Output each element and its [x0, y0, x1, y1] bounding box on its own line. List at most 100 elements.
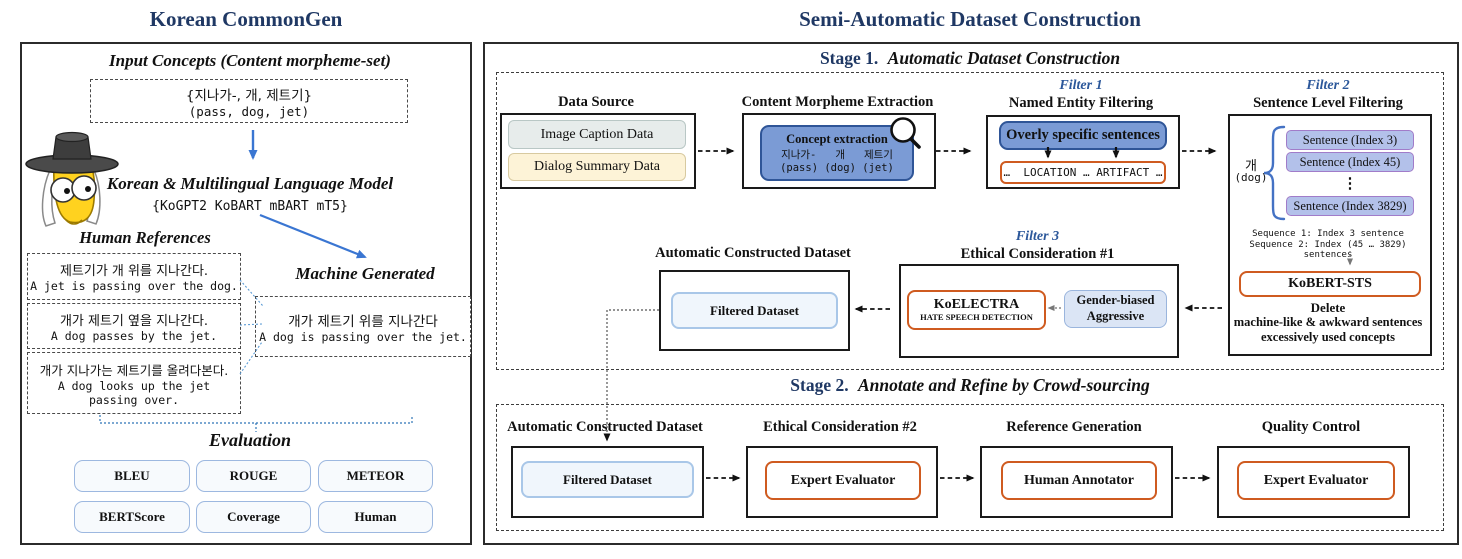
sentence-ellipsis: ⋮	[1342, 176, 1358, 192]
metric-label: METEOR	[346, 468, 405, 483]
filter2-note-3: excessively used concepts	[1260, 330, 1395, 344]
cme-heading: Content Morpheme Extraction	[741, 94, 934, 110]
stage2-label: Stage 2.	[790, 375, 849, 395]
concept-extraction-box: Concept extraction 지나가- 개 제트기 (pass) (do…	[760, 125, 914, 181]
sentence-box-2: Sentence (Index 45)	[1286, 152, 1414, 172]
reference-box-3: 개가 지나가는 제트기를 올려다본다. A dog looks up the j…	[27, 352, 241, 414]
image-caption-data-box: Image Caption Data	[508, 120, 686, 149]
sequence-line-2: Sequence 2: Index (45 … 3829) sentences	[1249, 240, 1407, 260]
reference-korean: 개가 지나가는 제트기를 올려다본다.	[39, 362, 229, 378]
reference-english: A jet is passing over the dog.	[30, 279, 238, 293]
expert-evaluator-label: Expert Evaluator	[790, 472, 896, 488]
model-heading: Korean & Multilingual Language Model	[106, 174, 394, 193]
filter3-heading: Ethical Consideration #1	[960, 246, 1115, 262]
model-list: {KoGPT2 KoBART mBART mT5}	[152, 199, 348, 214]
stage2-col2-heading: Ethical Consideration #2	[763, 419, 917, 435]
overly-specific-box: Overly specific sentences	[999, 121, 1167, 150]
reference-box-1: 제트기가 개 위를 지나간다. A jet is passing over th…	[27, 253, 241, 300]
reference-korean: 제트기가 개 위를 지나간다.	[59, 264, 209, 279]
expert-evaluator-box-2: Expert Evaluator	[1237, 461, 1395, 500]
metric-label: Coverage	[227, 509, 280, 524]
stage1-name: Automatic Dataset Construction	[887, 48, 1121, 68]
aggressive-label: Aggressive	[1086, 309, 1145, 323]
ner-tags-box: … LOCATION … ARTIFACT …	[1000, 161, 1166, 184]
input-concepts-korean: {지나가-, 개, 제트기}	[185, 87, 313, 104]
metric-meteor: METEOR	[318, 460, 433, 492]
machine-korean: 개가 제트기 위를 지나간다	[288, 313, 438, 330]
stage2-col4-heading: Quality Control	[1261, 419, 1361, 435]
kobert-sts-box: KoBERT-STS	[1239, 271, 1421, 297]
kobert-sts-label: KoBERT-STS	[1288, 276, 1372, 291]
stage2-region	[496, 404, 1444, 531]
human-annotator-label: Human Annotator	[1023, 472, 1135, 488]
sequence-line-1: Sequence 1: Index 3 sentence	[1252, 229, 1404, 239]
ner-tags-label: … LOCATION … ARTIFACT …	[1003, 166, 1163, 179]
filter2-heading: Sentence Level Filtering	[1253, 95, 1403, 111]
human-annotator-box: Human Annotator	[1001, 461, 1157, 500]
metric-label: ROUGE	[229, 468, 278, 483]
evaluation-heading: Evaluation	[208, 430, 292, 450]
filtered-dataset-box-stage2: Filtered Dataset	[521, 461, 694, 498]
overly-specific-label: Overly specific sentences	[1006, 127, 1160, 143]
input-concepts-english: (pass, dog, jet)	[188, 103, 310, 119]
metric-human: Human	[318, 501, 433, 533]
data-source-item: Dialog Summary Data	[534, 159, 660, 174]
filter2-concept-korean: 개	[1245, 159, 1257, 174]
reference-korean: 개가 제트기 옆을 지나간다.	[59, 313, 209, 329]
sentence-label: Sentence (Index 45)	[1299, 154, 1401, 169]
filter3-label: Filter 3	[1015, 229, 1060, 244]
gender-biased-label: Gender-biased	[1076, 293, 1155, 308]
human-references-heading: Human References	[79, 228, 211, 247]
data-source-item: Image Caption Data	[540, 126, 654, 142]
machine-generated-heading: Machine Generated	[295, 264, 435, 283]
input-concepts-box: {지나가-, 개, 제트기} (pass, dog, jet)	[90, 79, 408, 123]
stage2-name: Annotate and Refine by Crowd-sourcing	[857, 375, 1150, 395]
mascot-icon	[25, 131, 119, 227]
metric-label: Human	[354, 509, 397, 524]
concept-english: (pass) (dog) (jet)	[780, 162, 894, 174]
sentence-label: Sentence (Index 3)	[1302, 132, 1398, 147]
left-panel-title: Korean CommonGen	[149, 7, 343, 31]
stage2-col3-heading: Reference Generation	[1006, 419, 1142, 435]
filtered-dataset-box-stage1: Filtered Dataset	[671, 292, 838, 329]
right-panel-title: Semi-Automatic Dataset Construction	[799, 7, 1141, 31]
stage1-title: Stage 1. Automatic Dataset Construction	[700, 48, 1240, 69]
machine-english: A dog is passing over the jet.	[259, 329, 467, 344]
metric-label: BERTScore	[99, 509, 165, 524]
data-source-heading: Data Source	[558, 94, 634, 110]
expert-evaluator-box-1: Expert Evaluator	[765, 461, 921, 500]
koelectra-box: KoELECTRA HATE SPEECH DETECTION	[907, 290, 1046, 330]
metric-coverage: Coverage	[196, 501, 311, 533]
reference-english: A dog passes by the jet.	[50, 328, 218, 343]
gender-biased-box: Gender-biased Aggressive	[1064, 290, 1167, 328]
filter1-heading: Named Entity Filtering	[1008, 95, 1154, 111]
reference-box-2: 개가 제트기 옆을 지나간다. A dog passes by the jet.	[27, 303, 241, 349]
filtered-dataset-label: Filtered Dataset	[563, 471, 652, 487]
sentence-label: Sentence (Index 3829)	[1293, 198, 1407, 213]
koelectra-sublabel: HATE SPEECH DETECTION	[920, 312, 1033, 323]
metric-rouge: ROUGE	[196, 460, 311, 492]
reference-english: A dog looks up the jet passing over.	[57, 378, 211, 407]
metric-bleu: BLEU	[74, 460, 190, 492]
expert-evaluator-label: Expert Evaluator	[1263, 472, 1369, 488]
sentence-box-1: Sentence (Index 3)	[1286, 130, 1414, 150]
machine-generated-box: 개가 제트기 위를 지나간다 A dog is passing over the…	[255, 296, 471, 357]
metric-label: BLEU	[114, 468, 150, 483]
koelectra-label: KoELECTRA	[933, 297, 1020, 313]
dialog-summary-data-box: Dialog Summary Data	[508, 153, 686, 181]
filter2-note-2: machine-like & awkward sentences	[1233, 315, 1423, 329]
filter2-note-1: Delete	[1310, 300, 1346, 315]
stage2-col1-heading: Automatic Constructed Dataset	[507, 419, 703, 435]
filter2-concept-english: (dog)	[1234, 171, 1268, 184]
concept-korean: 지나가- 개 제트기	[781, 149, 893, 161]
concept-extraction-title: Concept extraction	[786, 132, 888, 146]
input-concepts-heading: Input Concepts (Content morpheme-set)	[109, 51, 391, 70]
stage1-region	[496, 72, 1444, 370]
filter1-label: Filter 1	[1059, 78, 1103, 93]
stage1-label: Stage 1.	[819, 48, 879, 68]
stage2-title: Stage 2. Annotate and Refine by Crowd-so…	[670, 375, 1270, 396]
filter2-label: Filter 2	[1306, 78, 1350, 93]
metric-bertscore: BERTScore	[74, 501, 190, 533]
filtered-dataset-label: Filtered Dataset	[710, 302, 799, 318]
